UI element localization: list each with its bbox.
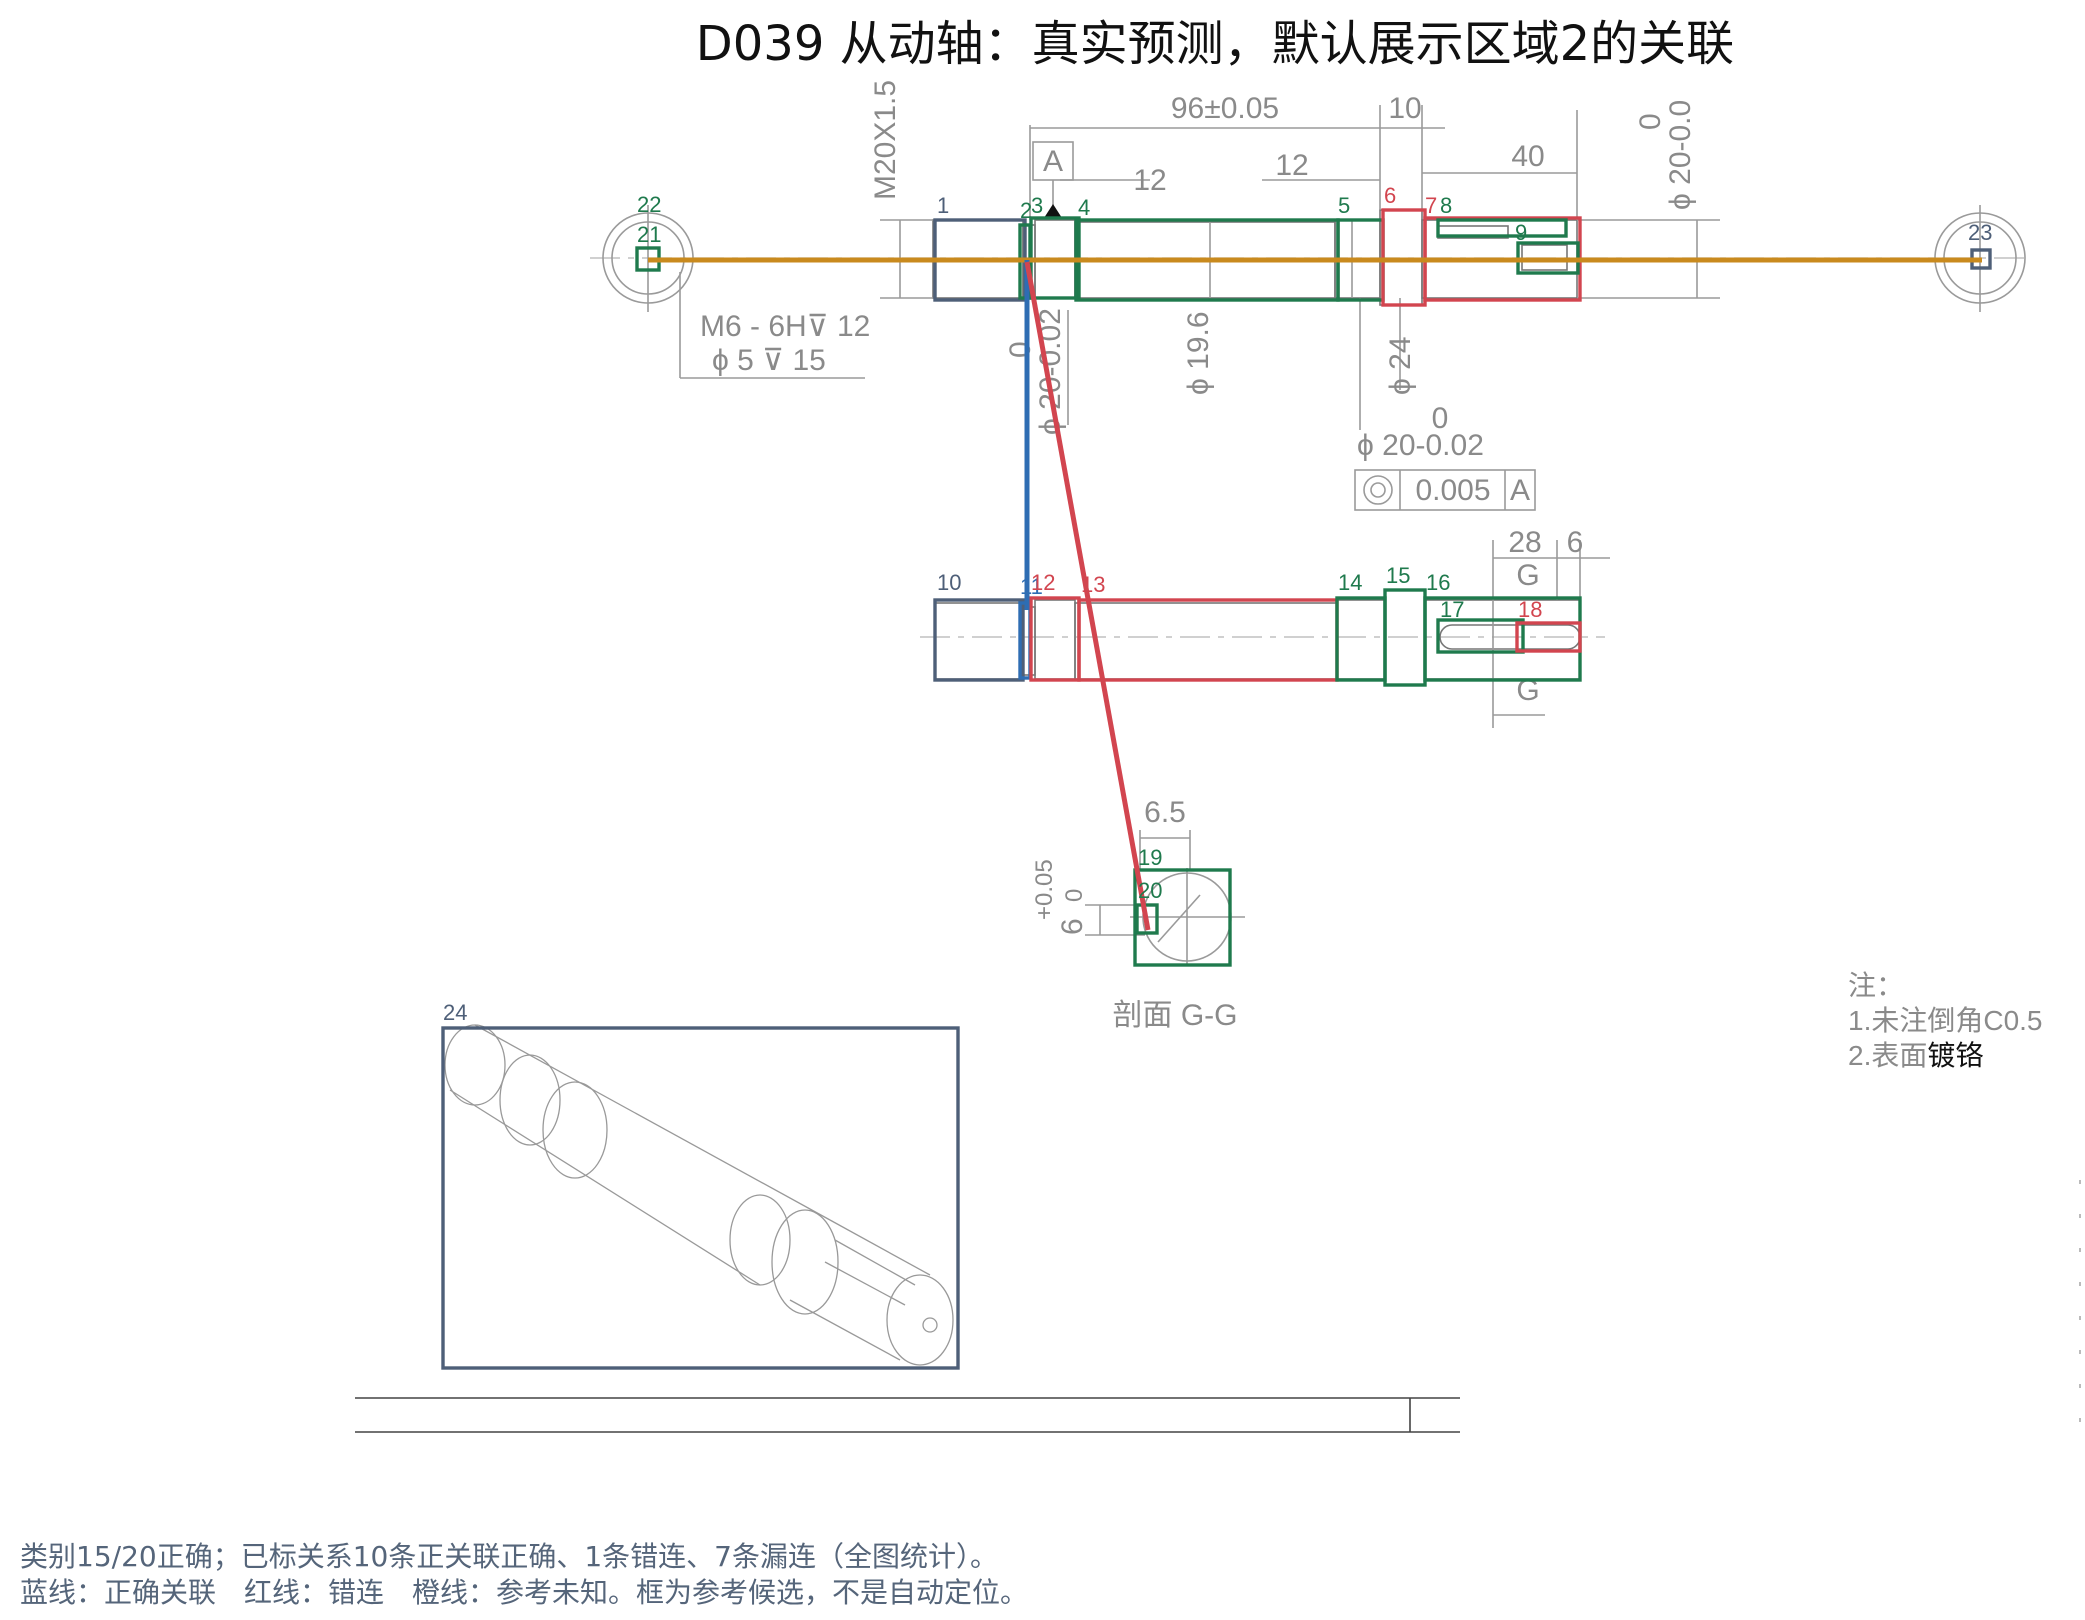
label-12: 12 xyxy=(1031,570,1055,595)
label-20: 20 xyxy=(1138,878,1162,903)
annotation-boxes xyxy=(441,208,1992,1370)
box-19[interactable] xyxy=(1133,868,1232,967)
page-title: D039 从动轴：真实预测，默认展示区域2的关联 xyxy=(696,16,1734,72)
dim-key-tol-upper: +0.05 xyxy=(1031,859,1058,920)
box-13[interactable] xyxy=(1077,598,1339,682)
section-mark-g-top: G xyxy=(1516,559,1539,592)
top-view xyxy=(590,105,2030,511)
tolerance-value: 0.005 xyxy=(1415,474,1490,507)
box-8[interactable] xyxy=(1436,218,1568,238)
label-4: 4 xyxy=(1078,195,1090,220)
box-12[interactable] xyxy=(1029,596,1081,682)
dim-10: 10 xyxy=(1388,92,1421,125)
notes-line2: 2.表面镀铬 xyxy=(1848,1040,1983,1071)
label-15: 15 xyxy=(1386,563,1410,588)
label-2: 2 xyxy=(1020,198,1032,223)
label-18: 18 xyxy=(1518,597,1542,622)
label-10: 10 xyxy=(937,570,961,595)
dim-dia24: ϕ 24 xyxy=(1384,336,1417,395)
isometric-view xyxy=(444,1024,954,1366)
box-18[interactable] xyxy=(1515,621,1582,653)
tolerance-datum: A xyxy=(1510,474,1530,507)
dim-dia20-bottom: ϕ 20-0.02 xyxy=(1357,429,1484,462)
label-19: 19 xyxy=(1138,845,1162,870)
notes-line1: 1.未注倒角C0.5 xyxy=(1848,1005,2043,1036)
label-22: 22 xyxy=(637,192,661,217)
label-14: 14 xyxy=(1338,570,1362,595)
section-view xyxy=(1085,830,1245,965)
box-14[interactable] xyxy=(1335,596,1387,682)
section-mark-g-bottom: G xyxy=(1516,674,1539,707)
label-9: 9 xyxy=(1515,220,1527,245)
hole-callout-line1: M6 - 6H⊽ 12 xyxy=(700,310,870,343)
label-5: 5 xyxy=(1338,193,1350,218)
notes-heading: 注： xyxy=(1848,970,1904,1001)
dim-6-5: 6.5 xyxy=(1144,796,1186,829)
box-10[interactable] xyxy=(933,598,1025,682)
label-17: 17 xyxy=(1440,597,1464,622)
box-labels: 1 2 3 4 5 6 7 8 9 10 11 12 13 14 15 16 1… xyxy=(443,183,1992,1025)
label-6: 6 xyxy=(1384,183,1396,208)
title-block xyxy=(355,1180,2081,1440)
dim-dia20-left-upper: 0 xyxy=(1004,341,1037,358)
link-red-2-20 xyxy=(1024,261,1151,931)
dim-thread: M20X1.5 xyxy=(869,80,902,200)
dim-28: 28 xyxy=(1508,526,1541,559)
link-lines xyxy=(648,257,1982,931)
label-13: 13 xyxy=(1081,572,1105,597)
dim-key-tol-lower: 0 xyxy=(1061,889,1088,902)
notes-line2-a: 2.表面 xyxy=(1848,1040,1927,1071)
hole-callout-line2: ϕ 5 ⊽ 15 xyxy=(712,344,826,377)
datum-a-label: A xyxy=(1043,145,1063,178)
label-21: 21 xyxy=(637,222,661,247)
footer-legend: 蓝线：正确关联 红线：错连 橙线：参考未知。框为参考候选，不是自动定位。 xyxy=(20,1576,1028,1609)
dim-dia19-6: ϕ 19.6 xyxy=(1182,311,1215,395)
label-3: 3 xyxy=(1031,193,1043,218)
footer-summary: 类别15/20正确；已标关系10条正关联正确、1条错连、7条漏连（全图统计）。 xyxy=(20,1540,998,1573)
label-23: 23 xyxy=(1968,220,1992,245)
label-11: 11 xyxy=(1020,574,1043,599)
dim-dia20-top: ϕ 20-0.0 xyxy=(1664,100,1697,210)
dim-dia20-top-upper: 0 xyxy=(1634,113,1667,130)
notes-line2-b: 镀铬 xyxy=(1927,1040,1983,1071)
label-8: 8 xyxy=(1440,193,1452,218)
dim-overall-length: 96±0.05 xyxy=(1171,92,1279,125)
box-11[interactable] xyxy=(1018,601,1032,680)
dim-12b: 12 xyxy=(1275,149,1308,182)
section-label: 剖面 G-G xyxy=(1113,999,1238,1032)
label-16: 16 xyxy=(1426,570,1450,595)
label-1: 1 xyxy=(937,193,949,218)
dim-40: 40 xyxy=(1511,140,1544,173)
box-17[interactable] xyxy=(1436,618,1525,654)
dim-12a: 12 xyxy=(1133,164,1166,197)
dim-6: 6 xyxy=(1567,526,1584,559)
dim-key-depth: 6 xyxy=(1056,918,1089,935)
dim-dia20-bottom-upper: 0 xyxy=(1432,402,1449,435)
box-24[interactable] xyxy=(441,1026,960,1370)
label-7: 7 xyxy=(1425,193,1437,218)
box-20[interactable] xyxy=(1135,903,1159,935)
label-24: 24 xyxy=(443,1000,467,1025)
